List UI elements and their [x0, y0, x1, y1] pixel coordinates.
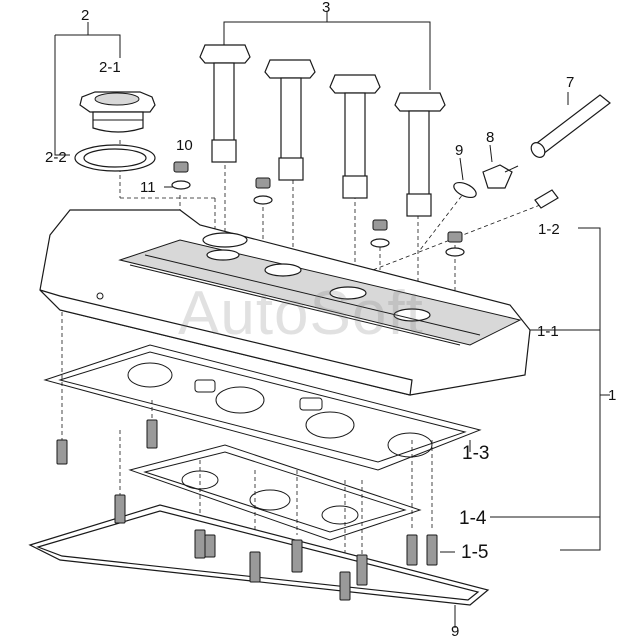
pcv-hose: [530, 94, 611, 158]
callout-1-3: 1-3: [462, 443, 490, 464]
callout-1-5: 1-5: [461, 542, 489, 563]
valve-cover: [39, 209, 531, 396]
leader-lines: [54, 12, 610, 628]
ignition-coil-1: [199, 44, 251, 163]
callout-1-1: 1-1: [537, 323, 559, 340]
ignition-coils: [199, 44, 446, 217]
valve-grommet: [453, 181, 477, 199]
cover-gasket-plate: [43, 344, 482, 471]
callout-1: 1: [608, 387, 617, 404]
breather-fitting: [534, 189, 559, 209]
callout-9-top: 9: [455, 142, 464, 159]
callout-1-4: 1-4: [459, 508, 487, 529]
callout-2-1: 2-1: [99, 59, 121, 76]
callout-7: 7: [566, 74, 575, 91]
oil-baffle-plate: [128, 444, 422, 541]
ignition-coil-2: [264, 59, 316, 181]
callout-11: 11: [140, 179, 156, 196]
oil-filler-cap: [79, 91, 156, 133]
pcv-valve: [482, 164, 519, 189]
callout-9-bottom: 9: [451, 623, 460, 640]
callout-1-2: 1-2: [538, 221, 560, 238]
callout-3: 3: [322, 0, 331, 16]
cap-bolt-and-washer: [171, 161, 465, 257]
callout-8: 8: [486, 129, 495, 146]
callout-2-2: 2-2: [45, 149, 67, 166]
cover-bolts: [56, 419, 438, 601]
cap-gasket: [74, 144, 156, 172]
callout-2: 2: [81, 7, 90, 24]
callout-10: 10: [176, 137, 193, 154]
ignition-coil-3: [329, 74, 381, 199]
ignition-coil-4: [394, 92, 446, 217]
watermark: AutoSoft: [178, 279, 424, 348]
